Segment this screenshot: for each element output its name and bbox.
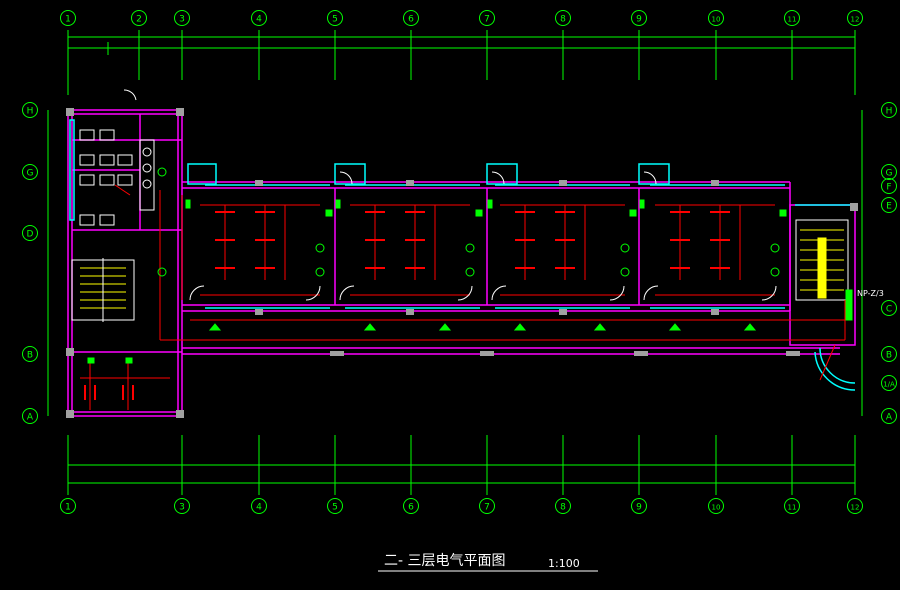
svg-text:11: 11 — [788, 504, 797, 512]
svg-text:B: B — [27, 351, 33, 361]
svg-text:12: 12 — [851, 504, 860, 512]
grid-bubble-bottom: 6 — [403, 498, 419, 514]
dimension-lines — [47, 36, 863, 484]
grid-bubble-right: G — [881, 164, 897, 180]
svg-text:12: 12 — [851, 16, 860, 24]
grid-bubble-left: D — [22, 225, 38, 241]
svg-text:7: 7 — [484, 15, 490, 25]
svg-text:G: G — [27, 169, 34, 179]
grid-bubble-right: E — [881, 197, 897, 213]
svg-text:A: A — [886, 413, 893, 423]
svg-text:9: 9 — [636, 503, 642, 513]
walls — [67, 109, 856, 417]
grid-bubble-top: 4 — [251, 10, 267, 26]
svg-text:E: E — [886, 202, 892, 212]
svg-text:1: 1 — [65, 503, 71, 513]
grid-bubble-left: B — [22, 346, 38, 362]
svg-text:10: 10 — [712, 504, 721, 512]
svg-text:7: 7 — [484, 503, 490, 513]
grid-bubble-top: 8 — [555, 10, 571, 26]
svg-text:4: 4 — [256, 503, 262, 513]
grid-bubble-left: G — [22, 164, 38, 180]
grid-bubble-right: 1/A — [881, 375, 897, 391]
svg-text:5: 5 — [332, 15, 338, 25]
grid-bubble-top: 9 — [631, 10, 647, 26]
grid-bubbles-right: H GFE C B 1/A A — [881, 102, 897, 424]
svg-text:8: 8 — [560, 503, 566, 513]
switches-and-outlets — [87, 167, 853, 364]
grid-bubble-top: 10 — [708, 10, 724, 26]
drawing-title: 二- 三层电气平面图 — [384, 553, 506, 569]
grid-bubble-right: F — [881, 178, 897, 194]
grid-bubble-bottom: 9 — [631, 498, 647, 514]
svg-text:6: 6 — [408, 15, 414, 25]
grid-bubble-bottom: 11 — [784, 498, 800, 514]
svg-text:B: B — [886, 351, 892, 361]
grid-bubbles-left: H G D B A — [22, 102, 38, 424]
grid-bubble-bottom: 12 — [847, 498, 863, 514]
grid-bubble-top: 5 — [327, 10, 343, 26]
svg-text:3: 3 — [179, 503, 185, 513]
grid-bubble-bottom: 5 — [327, 498, 343, 514]
grid-bubble-bottom: 1 — [60, 498, 76, 514]
grid-bubble-top: 2 — [131, 10, 147, 26]
grid-bubble-bottom: 10 — [708, 498, 724, 514]
windows — [69, 119, 856, 391]
grid-bubble-bottom: 7 — [479, 498, 495, 514]
grid-bubble-bottom: 8 — [555, 498, 571, 514]
svg-text:3: 3 — [179, 15, 185, 25]
door-swings — [123, 89, 777, 301]
svg-text:4: 4 — [256, 15, 262, 25]
svg-text:8: 8 — [560, 15, 566, 25]
grid-bubble-left: H — [22, 102, 38, 118]
grid-bubble-bottom: 4 — [251, 498, 267, 514]
electrical-wiring — [80, 184, 846, 410]
svg-text:A: A — [27, 413, 34, 423]
grid-bubble-right: C — [881, 300, 897, 316]
grid-bubble-bottom: 3 — [174, 498, 190, 514]
svg-text:9: 9 — [636, 15, 642, 25]
light-fixtures — [84, 211, 730, 400]
svg-text:F: F — [886, 183, 891, 193]
svg-text:H: H — [886, 107, 893, 117]
svg-text:H: H — [27, 107, 34, 117]
grid-bubble-left: A — [22, 408, 38, 424]
svg-text:5: 5 — [332, 503, 338, 513]
grid-bubble-right: B — [881, 346, 897, 362]
grid-bubble-right: H — [881, 102, 897, 118]
grid-bubble-top: 11 — [784, 10, 800, 26]
toilet-fixtures — [79, 129, 155, 226]
grid-bubble-top: 3 — [174, 10, 190, 26]
svg-text:1: 1 — [65, 15, 71, 25]
columns — [66, 108, 858, 418]
distribution-panel-label: NP-Z/3 — [857, 289, 884, 298]
grid-bubble-top: 12 — [847, 10, 863, 26]
grid-bubble-top: 6 — [403, 10, 419, 26]
svg-text:2: 2 — [136, 15, 142, 25]
grid-bubble-top: 1 — [60, 10, 76, 26]
stairs — [71, 219, 849, 322]
grid-bubble-right: A — [881, 408, 897, 424]
dimension-ticks — [67, 30, 856, 495]
svg-text:11: 11 — [788, 16, 797, 24]
svg-text:1/A: 1/A — [883, 381, 895, 389]
svg-text:6: 6 — [408, 503, 414, 513]
svg-text:G: G — [886, 169, 893, 179]
svg-text:C: C — [886, 305, 892, 315]
svg-text:D: D — [27, 230, 34, 240]
svg-text:10: 10 — [712, 16, 721, 24]
drawing-scale: 1:100 — [548, 557, 580, 570]
grid-bubbles-bottom: 1 3 4 5 6 7 8 9 10 11 12 — [60, 498, 863, 514]
grid-bubble-top: 7 — [479, 10, 495, 26]
